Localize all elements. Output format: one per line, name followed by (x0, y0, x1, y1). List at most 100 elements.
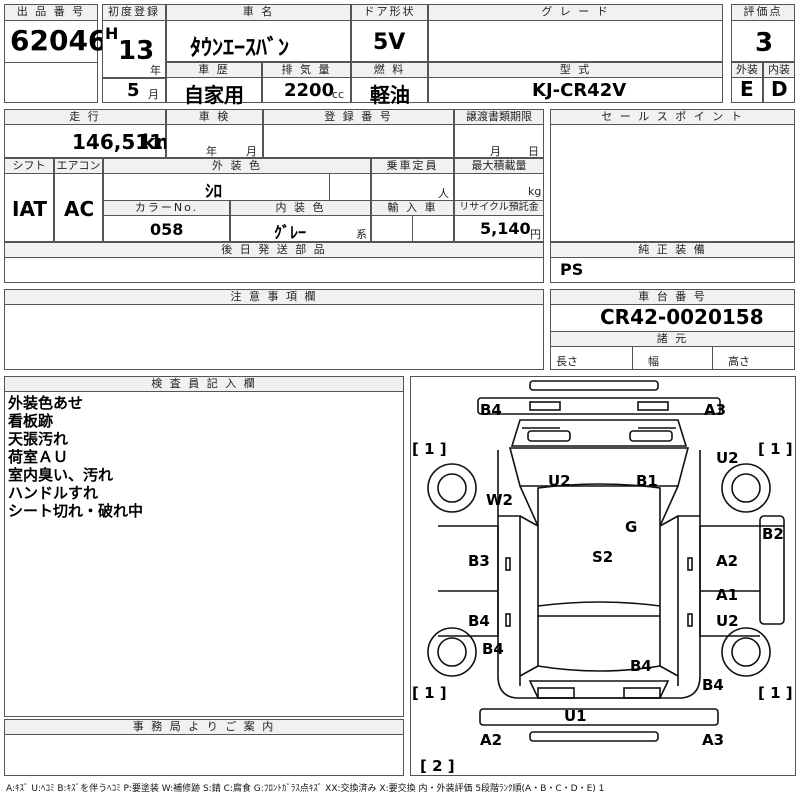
interior-grade: D (771, 77, 788, 101)
mark-a3-rear-right: A3 (702, 731, 725, 749)
mark-b4-front-left: B4 (480, 401, 502, 419)
transfer-day-unit: 日 (528, 145, 539, 158)
inspection-month-unit: 月 (246, 145, 257, 158)
model-cell (428, 77, 723, 103)
reg-month-cell (102, 78, 166, 103)
mark-bracket-1-bl: [ 1 ] (412, 684, 447, 702)
exterior-header: 外装 (731, 62, 763, 78)
mark-a1: A1 (716, 586, 739, 604)
mileage-cell (4, 124, 166, 158)
later-parts-cell (4, 257, 544, 283)
aircon-cell (54, 173, 103, 242)
genuine-equip: PS (560, 260, 584, 279)
import-cell-b (412, 215, 454, 242)
mark-u2-left: U2 (548, 472, 571, 490)
mark-a3-front-right: A3 (704, 401, 727, 419)
interior-header: 内装 (763, 62, 795, 78)
transfer-docs-cell (454, 124, 544, 158)
inspection-header: 車 検 (166, 109, 263, 125)
genuine-equip-header: 純 正 装 備 (550, 242, 795, 258)
inspection-year-unit: 年 (206, 145, 217, 158)
vehicle-diagram (427, 380, 785, 742)
recycle: 5,140 (480, 219, 531, 238)
width-label: 幅 (648, 355, 659, 368)
reg-month: 5 (127, 80, 140, 101)
mark-bracket-1-tl: [ 1 ] (412, 440, 447, 458)
aircon-header: エアコン (54, 158, 103, 174)
transfer-month-unit: 月 (490, 145, 501, 158)
inspector-note: 天張汚れ (8, 430, 69, 448)
import-header: 輸 入 車 (371, 200, 454, 216)
inspector-note: 荷室ＡＵ (8, 448, 69, 466)
exterior-cell (731, 77, 763, 103)
history: 自家用 (184, 83, 244, 107)
displacement-cell (262, 77, 351, 103)
mark-b4-center: B4 (630, 657, 652, 675)
history-header: 車 歴 (166, 62, 262, 78)
mark-u1: U1 (564, 707, 587, 725)
mileage: 146,511 (72, 130, 164, 154)
fuel: 軽油 (370, 83, 410, 107)
kg-unit: kg (528, 185, 542, 198)
mark-u2-right-mid: U2 (716, 612, 739, 630)
yen-unit: 円 (530, 228, 541, 241)
inspector-note: シート切れ・破れ中 (8, 502, 144, 520)
mark-w2: W2 (486, 491, 513, 509)
model: KJ-CR42V (532, 80, 627, 101)
inspector-cell (4, 391, 404, 717)
mark-bracket-1-br: [ 1 ] (758, 684, 793, 702)
mark-b4-right-low: B4 (702, 676, 724, 694)
series-unit: 系 (356, 228, 367, 241)
notes-cell (4, 304, 544, 370)
inspector-note: 室内臭い、汚れ (8, 466, 114, 484)
history-cell (166, 77, 262, 103)
aircon: AC (64, 197, 95, 221)
doors-cell (351, 20, 428, 62)
mark-b2: B2 (762, 525, 784, 543)
ext-color-header: 外 装 色 (103, 158, 371, 174)
mark-s2: S2 (592, 548, 614, 566)
int-color: ｸﾞﾚｰ (274, 223, 307, 242)
lot-no: 62046 (10, 24, 108, 57)
height-label: 高さ (728, 355, 750, 368)
inspector-note: ハンドルすれ (8, 484, 99, 502)
displacement-header: 排 気 量 (262, 62, 351, 78)
height-cell (712, 346, 795, 370)
genuine-equip-cell (550, 257, 795, 283)
width-cell (632, 346, 713, 370)
later-parts-header: 後 日 発 送 部 品 (4, 242, 544, 258)
office-header: 事 務 局 よ り ご 案 内 (4, 719, 404, 735)
chassis-no: CR42-0020158 (600, 305, 764, 329)
score-cell (731, 20, 795, 62)
score-header: 評価点 (731, 4, 795, 21)
displacement: 2200 (284, 80, 335, 101)
sales-point-header: セ ー ル ス ポ イ ン ト (550, 109, 795, 125)
interior-cell (763, 77, 795, 103)
mark-bracket-1-tr: [ 1 ] (758, 440, 793, 458)
car-name-header: 車 名 (166, 4, 351, 21)
length-label: 長さ (556, 355, 578, 368)
lot-no-blank-cell (4, 62, 98, 103)
model-header: 型 式 (428, 62, 723, 78)
mark-a2-right: A2 (716, 552, 739, 570)
exterior-grade: E (740, 77, 754, 101)
reg-year: 13 (118, 36, 155, 66)
shift: IAT (12, 197, 48, 221)
grade-cell (428, 20, 723, 62)
fuel-cell (351, 77, 428, 103)
capacity-header: 乗車定員 (371, 158, 454, 174)
ext-color-extra-cell (329, 173, 371, 201)
length-cell (550, 346, 633, 370)
notes-header: 注 意 事 項 欄 (4, 289, 544, 305)
import-cell-a (371, 215, 413, 242)
mark-u2-right: U2 (716, 449, 739, 467)
car-name-cell (166, 20, 351, 62)
mark-g: G (625, 518, 638, 536)
recycle-header: リサイクル預託金 (454, 200, 544, 216)
ext-color: ｼﾛ (205, 182, 222, 202)
doors: 5V (373, 30, 406, 55)
cc-unit: cc (332, 88, 345, 101)
color-no-header: カラーNo. (103, 200, 230, 216)
persons-unit: 人 (438, 187, 449, 200)
